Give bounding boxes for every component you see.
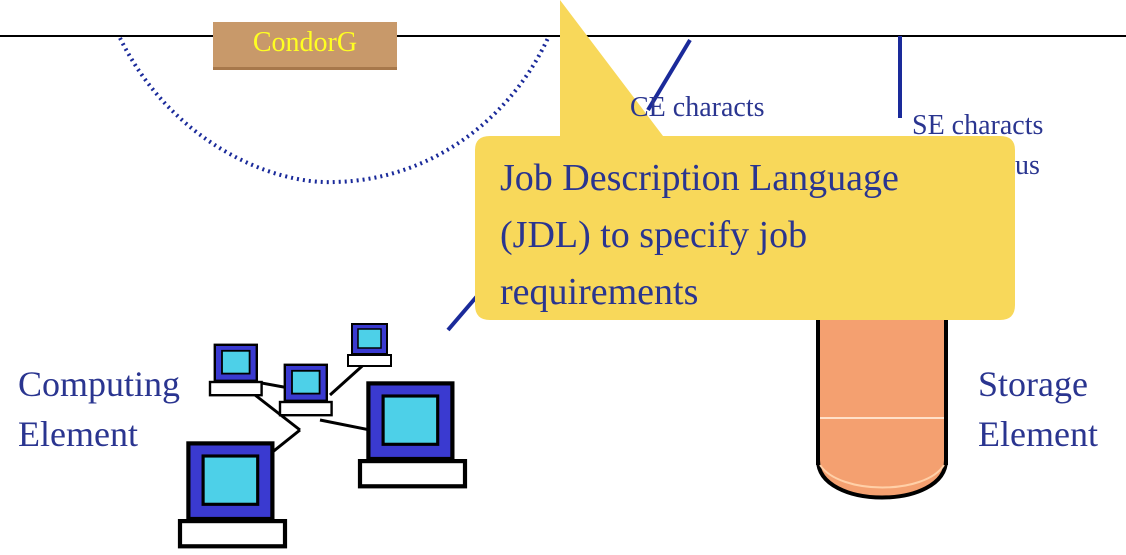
computer-network-icon	[177, 323, 468, 549]
callout-line-1: Job Description Language	[500, 157, 899, 199]
storage-cylinder-icon	[816, 298, 948, 500]
computing-element-label: Computing	[18, 364, 181, 404]
computing-element-label-line2: Element	[18, 414, 138, 454]
computer-icon	[278, 363, 333, 417]
ce-connector-line	[446, 293, 480, 332]
se-characts-label: SE characts	[912, 110, 1044, 141]
storage-element-label-line2: Element	[978, 414, 1098, 454]
callout-line-3: requirements	[500, 271, 699, 313]
computer-icon	[177, 441, 288, 549]
ce-connector-line-top	[646, 38, 692, 112]
computer-icon	[347, 323, 392, 367]
computer-icon	[208, 343, 263, 397]
computer-icon	[357, 381, 468, 489]
callout-line-2: (JDL) to specify job	[500, 214, 808, 256]
storage-element-label: Storage	[978, 364, 1088, 404]
condorg-label: CondorG	[252, 27, 358, 58]
condorg-box: CondorG	[213, 22, 397, 70]
callout-bubble	[475, 0, 1015, 320]
se-characts-line2: us	[1015, 150, 1040, 181]
callout-text: Job Description Language (JDL) to specif…	[500, 150, 1020, 321]
ce-characts-label: CE characts	[630, 92, 765, 123]
